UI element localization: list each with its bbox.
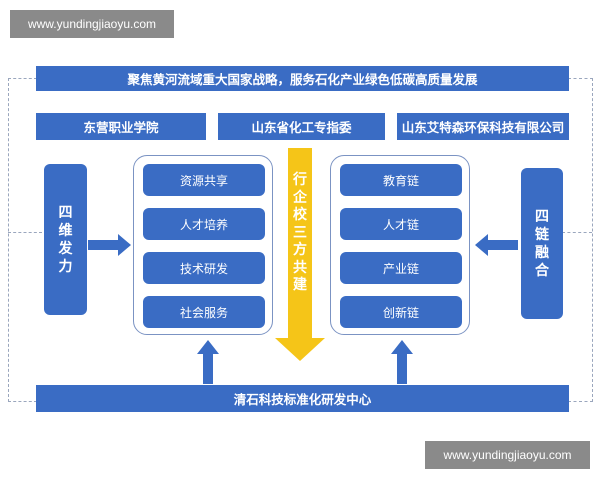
center-label-char-6: 共 bbox=[293, 259, 307, 276]
arrow-up-right bbox=[391, 340, 413, 384]
right-item-innovation-chain: 创新链 bbox=[340, 296, 462, 328]
center-down-arrow bbox=[275, 148, 325, 361]
right-label-char-2: 链 bbox=[535, 226, 549, 243]
left-label-char-1: 四 bbox=[58, 204, 73, 221]
dashed-frame-left bbox=[8, 78, 37, 402]
right-item-education-chain: 教育链 bbox=[340, 164, 462, 196]
right-group-container: 教育链 人才链 产业链 创新链 bbox=[330, 155, 470, 335]
left-label-char-3: 发 bbox=[58, 240, 73, 257]
left-item-talent-cultivation: 人才培养 bbox=[143, 208, 265, 240]
left-label-char-2: 维 bbox=[58, 222, 73, 239]
partner-dongying-college: 东营职业学院 bbox=[36, 113, 206, 140]
partner-aitesen-company: 山东艾特森环保科技有限公司 bbox=[397, 113, 569, 140]
strategy-banner: 聚焦黄河流域重大国家战略，服务石化产业绿色低碳高质量发展 bbox=[36, 66, 569, 91]
left-item-tech-rd: 技术研发 bbox=[143, 252, 265, 284]
center-label-char-7: 建 bbox=[293, 277, 307, 293]
center-label-char-4: 三 bbox=[293, 224, 307, 241]
right-label-four-chains: 四 链 融 合 bbox=[521, 168, 563, 319]
left-item-resource-sharing: 资源共享 bbox=[143, 164, 265, 196]
dashed-frame-right bbox=[568, 78, 593, 402]
dashed-link-left bbox=[8, 232, 42, 233]
left-group-container: 资源共享 人才培养 技术研发 社会服务 bbox=[133, 155, 273, 335]
right-item-talent-chain: 人才链 bbox=[340, 208, 462, 240]
dashed-link-right bbox=[562, 232, 592, 233]
partner-shandong-committee: 山东省化工专指委 bbox=[218, 113, 385, 140]
arrow-into-right-group bbox=[475, 234, 518, 256]
center-label-char-3: 校 bbox=[293, 207, 307, 223]
right-label-char-3: 融 bbox=[535, 244, 549, 261]
watermark-bottom: www.yundingjiaoyu.com bbox=[425, 441, 590, 469]
right-label-char-4: 合 bbox=[535, 262, 549, 279]
center-label-char-5: 方 bbox=[293, 242, 307, 258]
left-label-four-dimensions: 四 维 发 力 bbox=[44, 164, 87, 315]
right-item-industry-chain: 产业链 bbox=[340, 252, 462, 284]
arrow-up-left bbox=[197, 340, 219, 384]
left-item-social-service: 社会服务 bbox=[143, 296, 265, 328]
left-label-char-4: 力 bbox=[58, 258, 73, 275]
center-label-char-1: 行 bbox=[293, 172, 307, 188]
center-label-joint-construction: 行 企 校 三 方 共 建 bbox=[288, 172, 312, 295]
rd-center-bar: 清石科技标准化研发中心 bbox=[36, 385, 569, 412]
right-label-char-1: 四 bbox=[535, 208, 549, 225]
arrow-into-left-group bbox=[88, 234, 131, 256]
center-label-char-2: 企 bbox=[293, 189, 307, 206]
watermark-top: www.yundingjiaoyu.com bbox=[10, 10, 174, 38]
